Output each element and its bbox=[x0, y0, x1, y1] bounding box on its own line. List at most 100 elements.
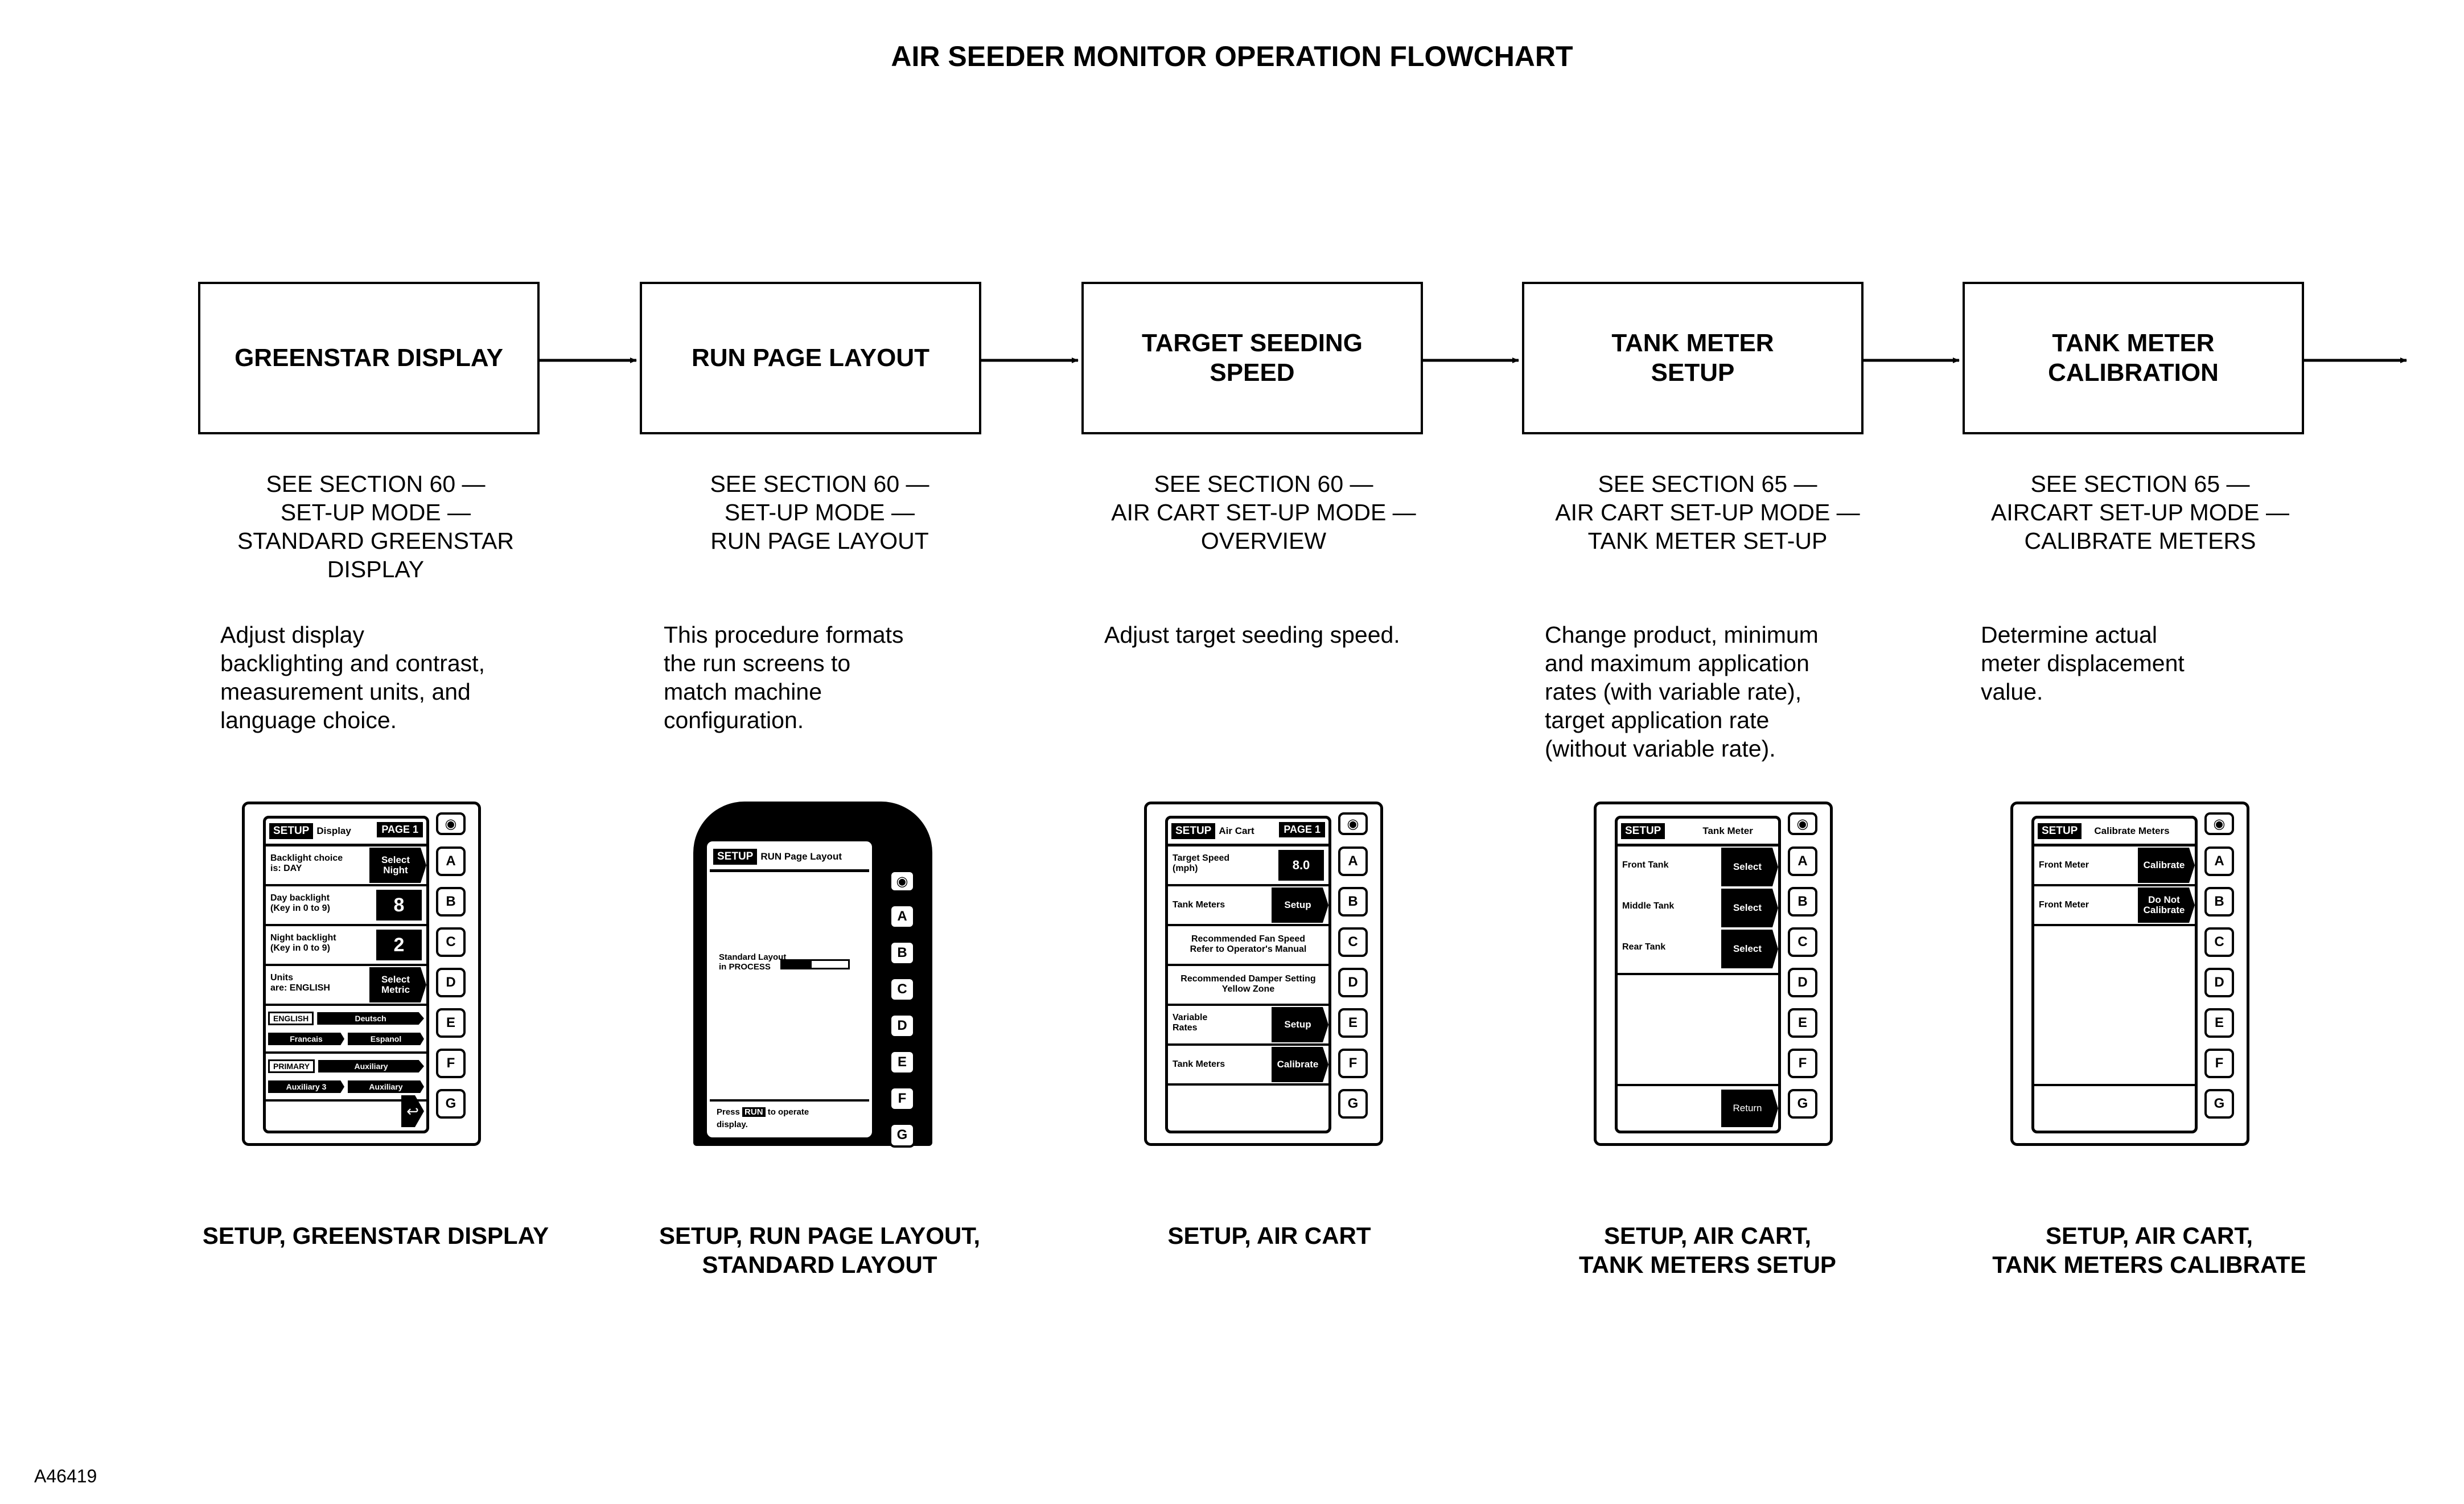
desc-line: language choice. bbox=[220, 707, 397, 733]
progress-fill bbox=[782, 961, 812, 968]
eye-icon[interactable]: ◉ bbox=[436, 812, 466, 835]
softkey-g[interactable]: G bbox=[1338, 1089, 1368, 1119]
ref-line: OVERVIEW bbox=[1200, 528, 1327, 554]
softkey-a[interactable]: A bbox=[889, 904, 915, 929]
screen-tag: SETUP bbox=[713, 849, 758, 865]
step-description-2: This procedure formats the run screens t… bbox=[664, 620, 1062, 734]
softkey-f[interactable]: F bbox=[436, 1049, 466, 1078]
softkey-b[interactable]: B bbox=[889, 940, 915, 965]
tank-meters-calibrate-button[interactable]: Calibrate bbox=[1272, 1047, 1328, 1082]
front-tank-select-button[interactable]: Select bbox=[1721, 848, 1778, 886]
eye-icon[interactable]: ◉ bbox=[889, 870, 915, 893]
softkey-g[interactable]: G bbox=[889, 1123, 915, 1148]
variable-rates-setup-button[interactable]: Setup bbox=[1272, 1007, 1328, 1042]
day-backlight-value[interactable]: 8 bbox=[376, 890, 422, 921]
caption-line: SETUP, AIR CART bbox=[1167, 1222, 1371, 1249]
source-auxiliary-3[interactable]: Auxiliary 3 bbox=[268, 1080, 344, 1093]
softkey-f[interactable]: F bbox=[1788, 1049, 1817, 1078]
softkey-b[interactable]: B bbox=[1338, 887, 1368, 917]
language-english[interactable]: ENGLISH bbox=[268, 1012, 314, 1025]
step-box-label: SETUP bbox=[1651, 359, 1735, 387]
screen-header: SETUP Calibrate Meters bbox=[2034, 819, 2195, 846]
row-label: Middle Tank bbox=[1622, 901, 1675, 911]
footer-text: Press bbox=[717, 1107, 740, 1117]
caption-5: SETUP, AIR CART, TANK METERS CALIBRATE bbox=[1933, 1221, 2366, 1279]
softkey-c[interactable]: C bbox=[1338, 927, 1368, 957]
desc-line: meter displacement bbox=[1981, 650, 2185, 676]
source-primary[interactable]: PRIMARY bbox=[268, 1059, 315, 1073]
softkey-d[interactable]: D bbox=[436, 968, 466, 997]
return-row: Return bbox=[1618, 1084, 1778, 1131]
softkey-e[interactable]: E bbox=[1788, 1008, 1817, 1038]
softkey-b[interactable]: B bbox=[2204, 887, 2234, 917]
softkey-e[interactable]: E bbox=[1338, 1008, 1368, 1038]
source-auxiliary[interactable]: Auxiliary bbox=[318, 1060, 424, 1072]
softkey-f[interactable]: F bbox=[1338, 1049, 1368, 1078]
monitor-keys: ◉ A B C D E F G bbox=[2204, 812, 2234, 1129]
row-label: Tank Meters bbox=[1173, 900, 1225, 910]
monitor-air-cart: SETUP Air Cart PAGE 1 Target Speed(mph) … bbox=[1144, 802, 1383, 1146]
target-speed-value[interactable]: 8.0 bbox=[1278, 850, 1324, 881]
eye-icon[interactable]: ◉ bbox=[1338, 812, 1368, 835]
softkey-d[interactable]: D bbox=[2204, 968, 2234, 997]
screen-header: SETUP Display PAGE 1 bbox=[266, 819, 426, 846]
language-group: ENGLISH Deutsch Francais Espanol bbox=[266, 1006, 426, 1054]
step-box-label: TARGET SEEDING bbox=[1142, 329, 1363, 357]
calibrate-button[interactable]: Calibrate bbox=[2138, 848, 2195, 883]
status-line: Standard Layout bbox=[719, 952, 787, 962]
language-espanol[interactable]: Espanol bbox=[348, 1033, 424, 1045]
softkey-c[interactable]: C bbox=[1788, 927, 1817, 957]
softkey-g[interactable]: G bbox=[2204, 1089, 2234, 1119]
status-line: in PROCESS bbox=[719, 962, 771, 972]
source-row: PRIMARY Auxiliary bbox=[266, 1056, 426, 1076]
softkey-f[interactable]: F bbox=[889, 1086, 915, 1111]
eye-icon[interactable]: ◉ bbox=[2204, 812, 2234, 835]
monitor-screen: SETUP Air Cart PAGE 1 Target Speed(mph) … bbox=[1165, 816, 1331, 1133]
softkey-c[interactable]: C bbox=[436, 927, 466, 957]
softkey-e[interactable]: E bbox=[2204, 1008, 2234, 1038]
softkey-a[interactable]: A bbox=[436, 846, 466, 876]
softkey-a[interactable]: A bbox=[1788, 846, 1817, 876]
softkey-e[interactable]: E bbox=[889, 1050, 915, 1075]
softkey-g[interactable]: G bbox=[436, 1089, 466, 1119]
screen-page: PAGE 1 bbox=[377, 822, 423, 837]
softkey-c[interactable]: C bbox=[889, 977, 915, 1002]
tank-meters-setup-button[interactable]: Setup bbox=[1272, 887, 1328, 923]
softkey-f[interactable]: F bbox=[2204, 1049, 2234, 1078]
softkey-g[interactable]: G bbox=[1788, 1089, 1817, 1119]
softkey-e[interactable]: E bbox=[436, 1008, 466, 1038]
source-auxiliary[interactable]: Auxiliary bbox=[348, 1080, 424, 1093]
row-label: Target Speed(mph) bbox=[1173, 853, 1230, 873]
desc-line: Determine actual bbox=[1981, 622, 2157, 648]
softkey-c[interactable]: C bbox=[2204, 927, 2234, 957]
screen-tag: SETUP bbox=[1621, 823, 1665, 839]
language-row: ENGLISH Deutsch bbox=[266, 1008, 426, 1029]
night-backlight-value[interactable]: 2 bbox=[376, 930, 422, 960]
monitor-tank-meter-setup: SETUP Tank Meter Front Tank Select Middl… bbox=[1594, 802, 1833, 1146]
middle-tank-select-button[interactable]: Select bbox=[1721, 889, 1778, 927]
language-francais[interactable]: Francais bbox=[268, 1033, 344, 1045]
return-button[interactable]: Return bbox=[1721, 1090, 1778, 1127]
figure-id: A46419 bbox=[34, 1466, 97, 1486]
language-deutsch[interactable]: Deutsch bbox=[317, 1012, 424, 1025]
ref-line: SEE SECTION 60 — bbox=[710, 471, 929, 497]
softkey-d[interactable]: D bbox=[889, 1013, 915, 1038]
softkey-b[interactable]: B bbox=[436, 887, 466, 917]
softkey-d[interactable]: D bbox=[1788, 968, 1817, 997]
screen-footer-divider bbox=[2034, 1084, 2195, 1086]
softkey-b[interactable]: B bbox=[1788, 887, 1817, 917]
softkey-a[interactable]: A bbox=[2204, 846, 2234, 876]
softkey-d[interactable]: D bbox=[1338, 968, 1368, 997]
softkey-a[interactable]: A bbox=[1338, 846, 1368, 876]
rear-tank-select-button[interactable]: Select bbox=[1721, 930, 1778, 968]
eye-icon[interactable]: ◉ bbox=[1788, 812, 1817, 835]
